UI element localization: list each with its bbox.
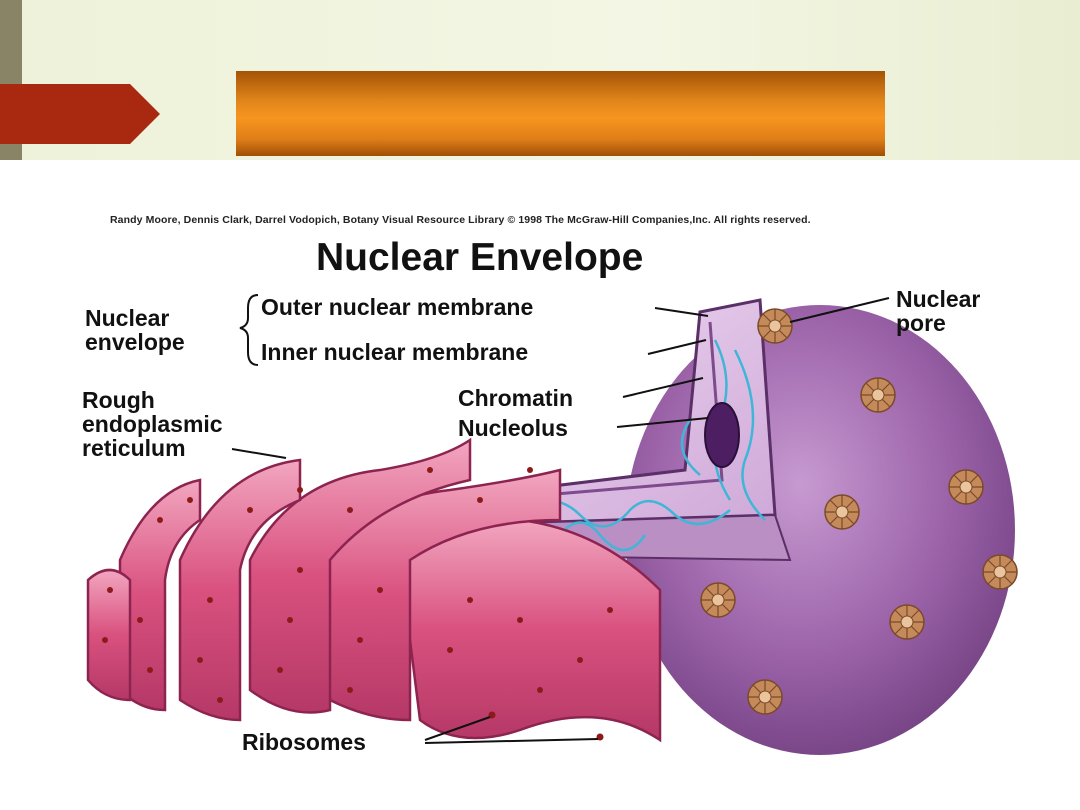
arrow-tab-icon bbox=[0, 84, 160, 144]
diagram-title: Nuclear Envelope bbox=[316, 236, 644, 279]
label-nuclear-envelope: Nuclear envelope bbox=[85, 305, 185, 355]
rough-endoplasmic-reticulum bbox=[86, 437, 662, 743]
label-ribosomes: Ribosomes bbox=[242, 729, 366, 755]
nuclear-envelope-bracket-icon bbox=[239, 294, 259, 366]
copyright-text: Randy Moore, Dennis Clark, Darrel Vodopi… bbox=[110, 214, 811, 226]
slide-title-bar bbox=[236, 71, 885, 156]
ribosome-dots bbox=[102, 467, 613, 741]
label-inner-nuclear-membrane: Inner nuclear membrane bbox=[261, 339, 529, 365]
label-nucleolus: Nucleolus bbox=[458, 415, 568, 441]
label-nuclear-pore: Nuclear pore bbox=[896, 286, 981, 336]
label-leader-lines bbox=[231, 297, 890, 744]
label-rough-er: Rough endoplasmic reticulum bbox=[82, 387, 223, 461]
label-chromatin: Chromatin bbox=[458, 385, 573, 411]
nucleolus-body bbox=[704, 402, 740, 468]
label-outer-nuclear-membrane: Outer nuclear membrane bbox=[261, 294, 534, 320]
nuclear-envelope-diagram bbox=[86, 294, 1018, 755]
